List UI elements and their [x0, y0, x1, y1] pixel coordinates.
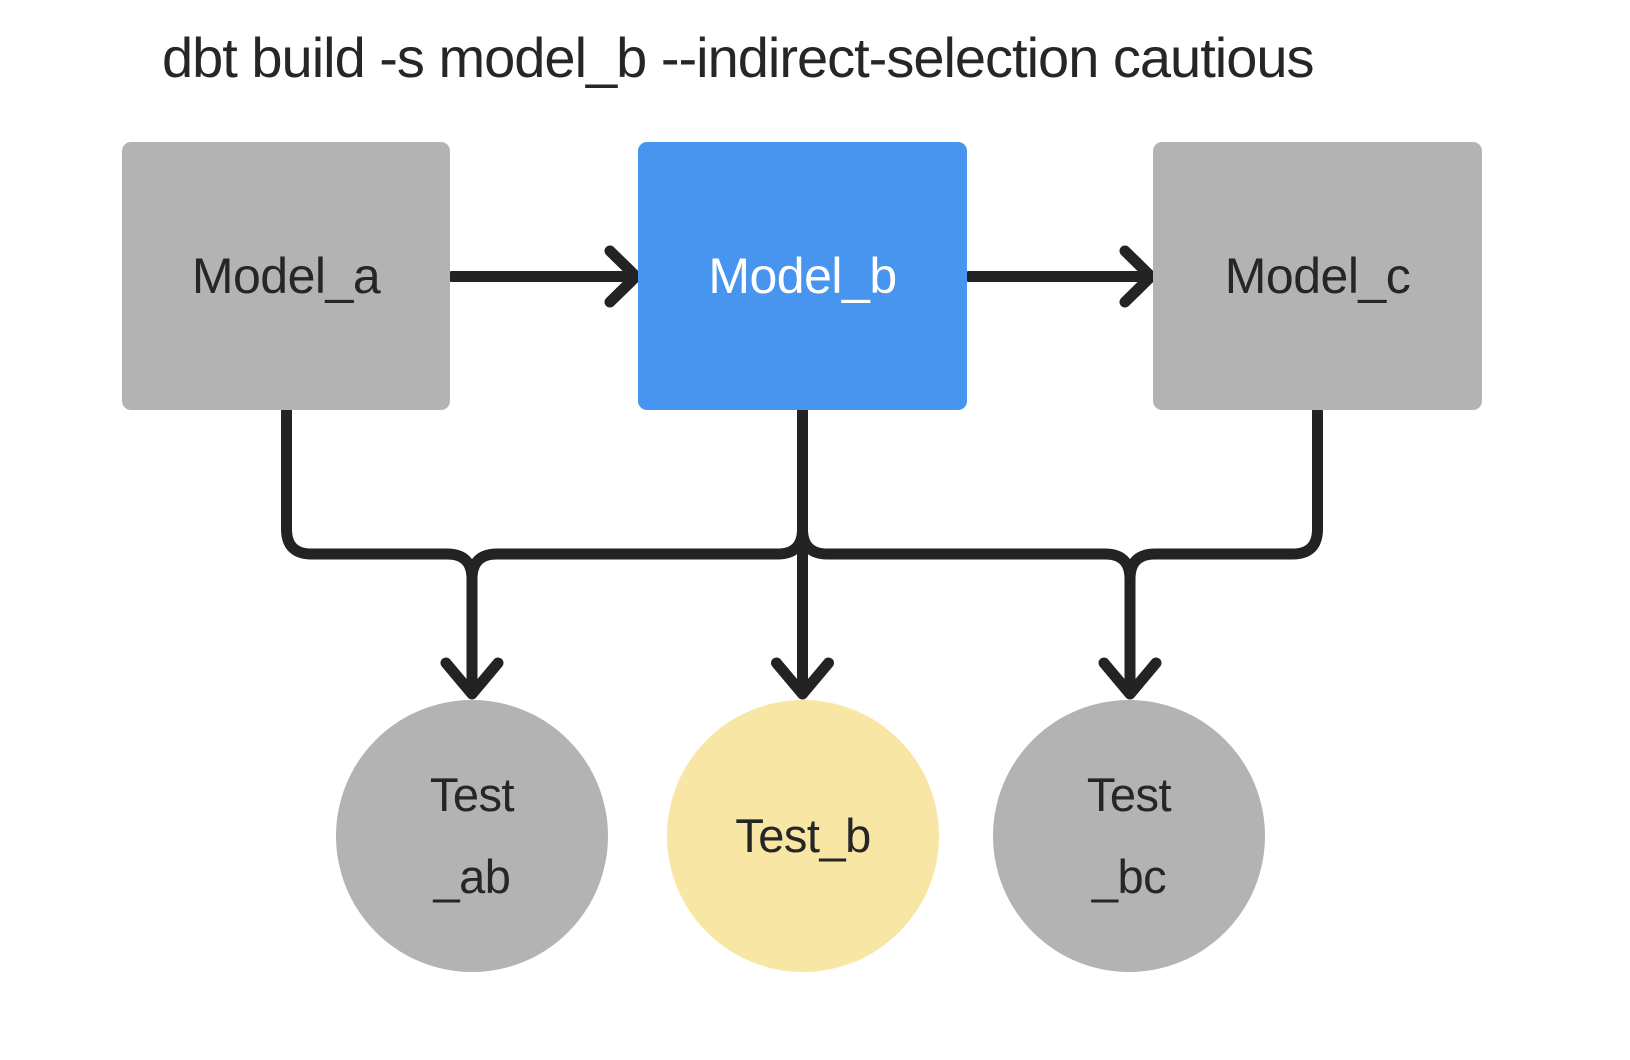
arrowhead-down-test-b-icon [771, 657, 834, 700]
node-test-b-indirect: Test_b [667, 700, 939, 972]
arrowhead-right-model-b-icon [604, 245, 642, 308]
node-test-bc-label-line1: Test [1086, 768, 1172, 822]
node-model-c-label: Model_c [1224, 248, 1411, 304]
arrowhead-right-model-c-icon [1119, 245, 1157, 308]
edge-model-b-to-test-bc [797, 405, 1136, 694]
node-test-bc: Test _bc [993, 700, 1265, 972]
node-test-ab-label-line1: Test [429, 768, 515, 822]
node-test-bc-label-line2: _bc [1091, 850, 1167, 903]
edge-model-c-to-test-bc [1124, 405, 1323, 694]
node-model-c: Model_c [1153, 142, 1482, 410]
node-test-ab: Test _ab [336, 700, 608, 972]
node-test-b-label: Test_b [735, 809, 871, 863]
node-model-a: Model_a [122, 142, 450, 410]
diagram-title: dbt build -s model_b --indirect-selectio… [162, 26, 1314, 89]
node-model-b-label: Model_b [708, 248, 897, 304]
node-model-b-selected: Model_b [638, 142, 967, 410]
node-test-ab-label-line2: _ab [433, 850, 511, 903]
edge-model-a-to-test-ab [281, 405, 478, 694]
arrowhead-down-test-bc-icon [1098, 657, 1162, 700]
arrowhead-down-test-ab-icon [440, 657, 504, 700]
edge-model-b-to-test-ab [466, 405, 808, 694]
node-model-a-label: Model_a [191, 248, 381, 304]
